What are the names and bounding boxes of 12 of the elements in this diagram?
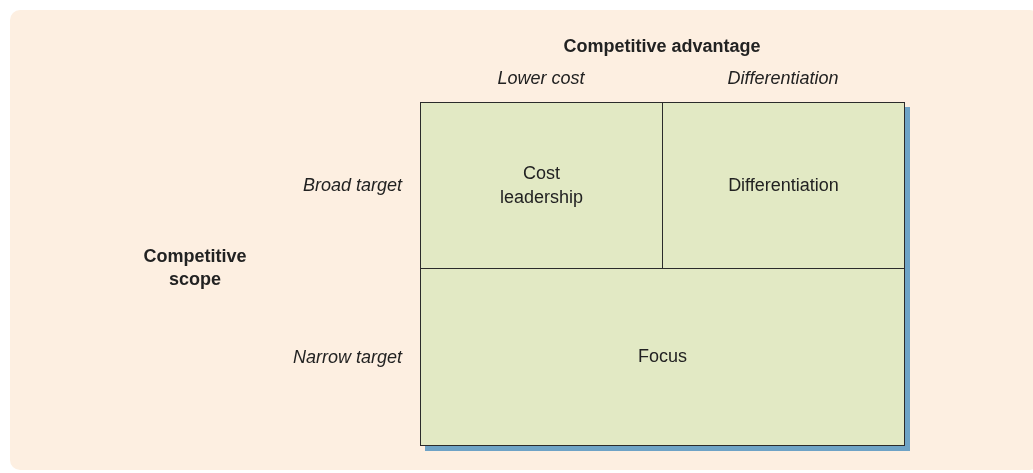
row-heading: Narrow target	[292, 347, 402, 368]
axis-title: Competitive advantage	[563, 36, 761, 57]
grid-cell	[420, 102, 663, 269]
row-heading: Broad target	[302, 175, 402, 196]
column-heading: Lower cost	[497, 68, 585, 89]
column-heading: Differentiation	[727, 68, 839, 89]
cell-label: Differentiation	[728, 173, 839, 197]
cell-label: Focus	[638, 345, 687, 369]
cell-label: Cost leadership	[498, 162, 585, 209]
grid-cell	[662, 102, 905, 269]
grid-cell	[420, 268, 905, 446]
axis-title: Competitive scope	[142, 245, 248, 292]
